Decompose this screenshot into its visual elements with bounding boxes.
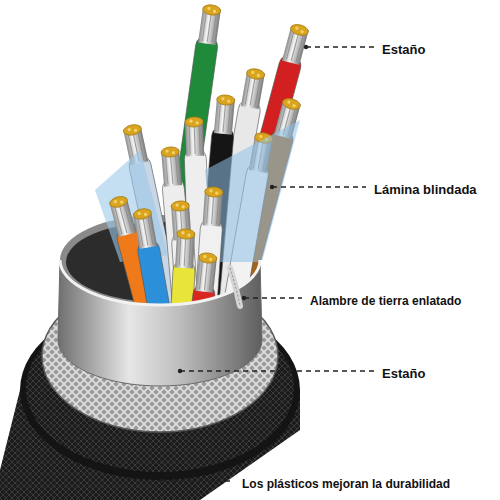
label-holder: Los plásticos mejoran la durabilidad: [242, 474, 450, 492]
callout-label: Estaño: [382, 42, 425, 57]
label-holder: Estaño: [382, 40, 425, 58]
label-holder: Estaño: [382, 364, 425, 382]
callout-label: Lámina blindada: [374, 182, 477, 197]
callout-label: Los plásticos mejoran la durabilidad: [242, 477, 450, 491]
label-holder: Alambre de tierra enlatado: [310, 291, 461, 309]
label-holder: Lámina blindada: [374, 180, 477, 198]
callout-label: Alambre de tierra enlatado: [310, 294, 461, 308]
callout-label: Estaño: [382, 366, 425, 381]
